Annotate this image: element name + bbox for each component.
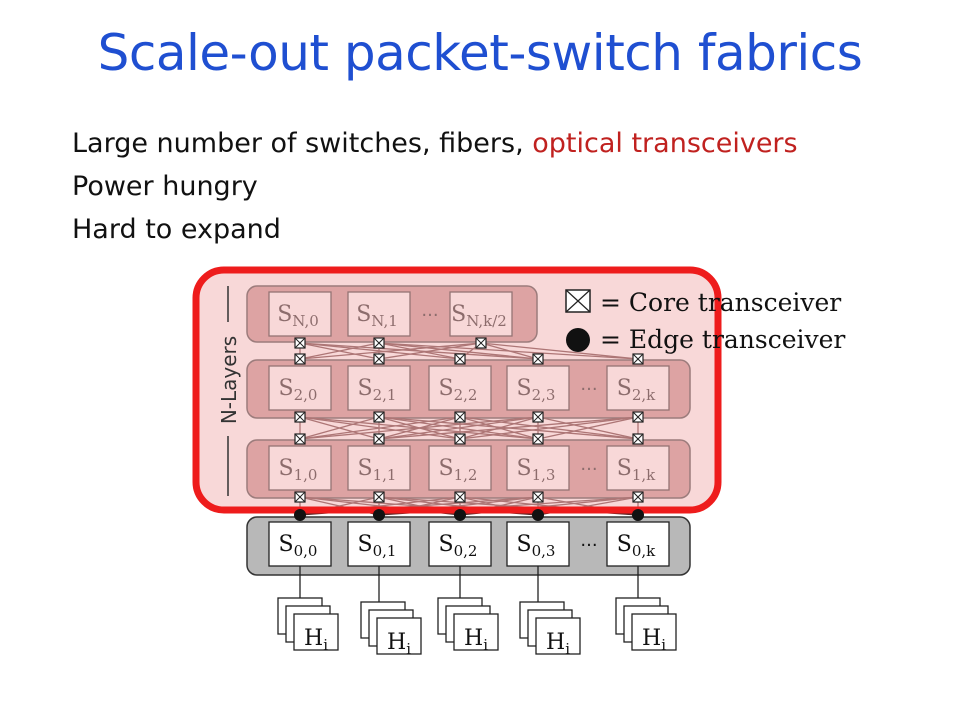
- core-transceiver-icon: [454, 353, 466, 365]
- core-transceiver-icon: [373, 353, 385, 365]
- host-label: Hi: [304, 626, 328, 654]
- core-transceiver-icon: [454, 491, 466, 503]
- bullet-text: Power hungry: [72, 171, 258, 202]
- host-box: [376, 617, 422, 655]
- core-transceiver-icon: [294, 433, 306, 445]
- switch-box: [606, 521, 670, 567]
- switch-label: S0,3: [517, 532, 556, 560]
- slide-title: Scale-out packet-switch fabrics: [97, 24, 863, 82]
- host-stack: Hi: [519, 566, 581, 658]
- core-transceiver-icon: [632, 491, 644, 503]
- legend-label: = Edge transceiver: [600, 325, 845, 354]
- host-label: Hi: [464, 626, 488, 654]
- edge-transceiver-icon: [373, 509, 385, 521]
- host-box: [535, 617, 581, 655]
- bullet-text: Hard to expand: [72, 214, 281, 245]
- edge-transceiver-icon: [532, 509, 544, 521]
- bullet-text: Large number of switches, fibers,: [72, 128, 533, 159]
- host-label: Hi: [546, 630, 570, 658]
- core-transceiver-icon: [373, 337, 385, 349]
- core-transceiver-icon: [532, 353, 544, 365]
- bullet-item: Large number of switches, fibers, optica…: [72, 122, 798, 165]
- host-label: Hi: [387, 630, 411, 658]
- host-box: [631, 613, 677, 651]
- switch-layer-0: S0,0 S0,1 S0,2 S0,3 S0,k...: [268, 521, 670, 567]
- edge-transceiver-icon: [566, 328, 590, 352]
- switch-label: S0,0: [279, 532, 318, 560]
- host-stack: Hi: [615, 566, 677, 654]
- hosts: Hi Hi Hi Hi Hi: [277, 566, 677, 658]
- transceivers: [294, 337, 644, 521]
- core-transceiver-icon: [532, 491, 544, 503]
- host-stack: Hi: [437, 566, 499, 654]
- core-transceiver-icon: [454, 411, 466, 423]
- switch-label: S0,k: [617, 532, 656, 560]
- core-transceiver-icon: [532, 411, 544, 423]
- bullet-item: Power hungry: [72, 165, 798, 208]
- switch-label: S0,2: [439, 532, 478, 560]
- switch-box: [347, 521, 411, 567]
- n-layers-label: N-Layers: [217, 336, 241, 424]
- switch-box: [428, 521, 492, 567]
- legend-item-core: = Core transceiver: [565, 288, 841, 317]
- host-stack: Hi: [360, 566, 422, 658]
- ellipsis-label: ...: [580, 530, 597, 551]
- core-transceiver-icon: [373, 491, 385, 503]
- host-box: [293, 613, 339, 651]
- bullet-highlight: optical transceivers: [532, 128, 798, 159]
- core-transceiver-icon: [632, 433, 644, 445]
- core-transceiver-icon: [475, 337, 487, 349]
- legend-item-edge: = Edge transceiver: [566, 325, 845, 354]
- edge-transceiver-icon: [294, 509, 306, 521]
- host-stack: Hi: [277, 566, 339, 654]
- core-transceiver-icon: [294, 353, 306, 365]
- core-transceiver-icon: [373, 433, 385, 445]
- switch-box: [506, 521, 570, 567]
- legend: = Core transceiver = Edge transceiver: [565, 288, 845, 354]
- edge-transceiver-icon: [454, 509, 466, 521]
- core-transceiver-icon: [294, 337, 306, 349]
- host-box: [453, 613, 499, 651]
- bullet-item: Hard to expand: [72, 208, 798, 251]
- host-label: Hi: [642, 626, 666, 654]
- bullet-list: Large number of switches, fibers, optica…: [72, 122, 798, 251]
- core-transceiver-icon: [632, 411, 644, 423]
- core-transceiver-icon: [294, 491, 306, 503]
- switch-label: S0,1: [358, 532, 397, 560]
- core-transceiver-icon: [373, 411, 385, 423]
- core-transceiver-icon: [454, 433, 466, 445]
- core-transceiver-icon: [532, 433, 544, 445]
- core-transceiver-icon: [632, 353, 644, 365]
- edge-transceiver-icon: [632, 509, 644, 521]
- layers-annotation: N-Layers: [217, 286, 241, 496]
- core-transceiver-icon: [294, 411, 306, 423]
- legend-label: = Core transceiver: [600, 288, 841, 317]
